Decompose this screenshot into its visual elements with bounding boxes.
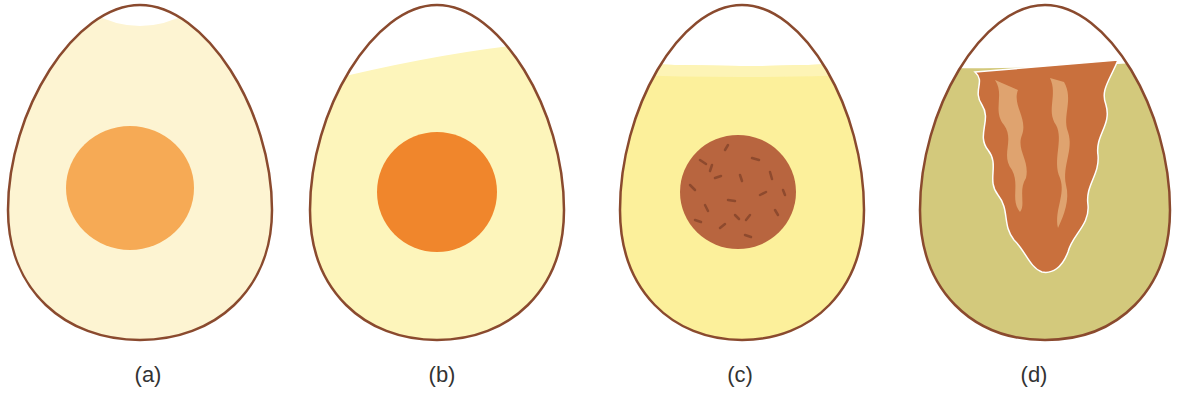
yolk [680,135,796,249]
yolk [377,132,497,252]
air-cell [900,0,1179,68]
air-cell [600,0,880,66]
yolk-streak [995,80,1027,212]
panel-label: (d) [1021,362,1048,388]
panel-label: (c) [727,362,753,388]
yolk [66,126,194,250]
panel-label: (b) [429,362,456,388]
yolk-specks [690,145,785,237]
broken-yolk [975,60,1118,272]
panel-label: (a) [135,362,162,388]
fresh-egg [8,0,272,340]
aging-egg [300,0,580,340]
yolk-streak [1050,78,1070,228]
rotten-egg [900,0,1179,340]
air-cell [300,0,580,82]
stale-egg [600,0,880,340]
